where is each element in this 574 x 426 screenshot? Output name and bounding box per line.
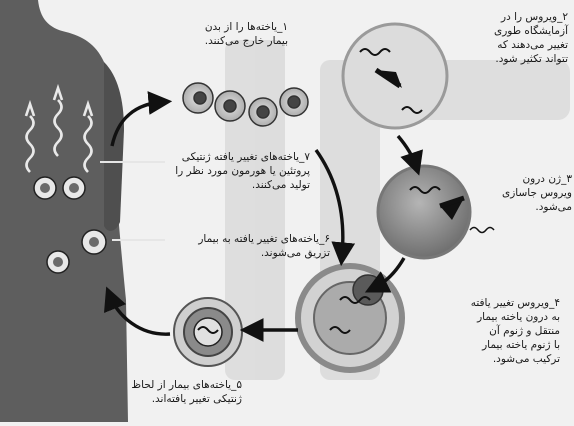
step-1-label: ۱_یاخته‌ها را از بدن بیمار خارج می‌کنند.: [168, 20, 288, 48]
modified-cell: [174, 298, 242, 366]
step-5-label: ۵_یاخته‌های بیمار از لحاظ ژنتیکی تغییر ی…: [112, 378, 242, 406]
step-7-label: ۷_یاخته‌های تغییر یافته ژنتیکی پروتئین ی…: [160, 150, 310, 192]
step-2-label: ۲_ویروس را در آزمایشگاه طوری تغییر می‌ده…: [418, 10, 568, 66]
step-6-label: ۶_یاخته‌های تغییر یافته به بیمار تزریق م…: [170, 232, 330, 260]
patient-silhouette: [0, 0, 128, 422]
step-3-label: ۳_ژن درون ویروس جاسازی می‌شود.: [500, 172, 572, 214]
virus-with-gene: [378, 166, 494, 258]
step-4-label: ۴_ویروس تغییر یافته به درون یاخته بیمار …: [398, 296, 560, 366]
